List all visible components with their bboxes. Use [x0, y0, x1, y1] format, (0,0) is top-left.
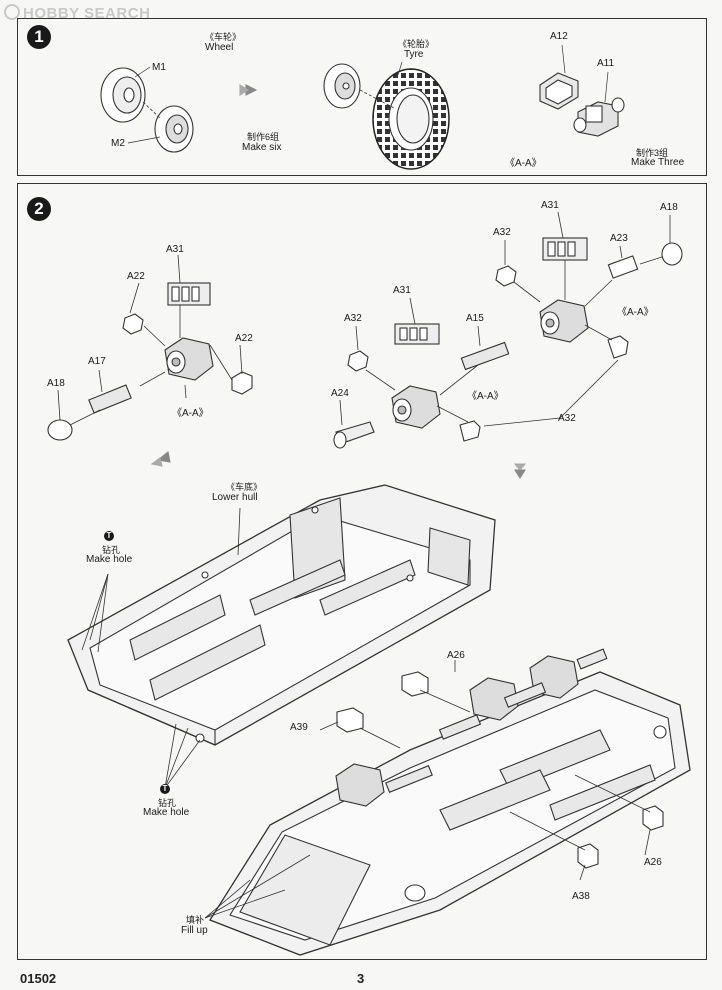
watermark: HOBBY SEARCH — [4, 4, 150, 22]
lower-hull-label-en: Lower hull — [212, 492, 258, 503]
tyre-label-en: Tyre — [404, 49, 424, 60]
make-six-cn: 制作6组 — [247, 132, 280, 142]
fill-up-en: Fill up — [181, 925, 208, 936]
drill-bottom-en: Make hole — [143, 807, 190, 818]
part-label-a12: A12 — [550, 31, 568, 42]
part-label-a31-right: A31 — [541, 200, 559, 211]
part-label-a26-bottom: A26 — [644, 857, 662, 868]
part-label-a18-right: A18 — [660, 202, 678, 213]
mid-axle-group-label: 《A-A》 — [467, 391, 504, 402]
part-label-a32-mid: A32 — [344, 313, 362, 324]
mid-axle-group — [333, 323, 510, 449]
tyre-drawing — [372, 68, 450, 170]
step-2-number: 2 — [27, 197, 51, 221]
part-label-a32-bottom: A32 — [558, 413, 576, 424]
drill-marker-icon: T — [104, 531, 114, 541]
part-label-a18-left: A18 — [47, 378, 65, 389]
drill-bottom-cn: 钻孔 — [158, 798, 177, 808]
part-label-a39: A39 — [290, 722, 308, 733]
axle-group-label: 《A-A》 — [505, 158, 542, 169]
wheel-part-m2 — [154, 105, 194, 153]
part-label-a15: A15 — [466, 313, 484, 324]
drill-top-en: Make hole — [86, 554, 133, 565]
hull-assembly-drawing — [209, 648, 691, 956]
product-code: 01502 — [20, 971, 57, 986]
make-three-cn: 制作3组 — [636, 148, 669, 158]
wheel-label-en: Wheel — [205, 42, 234, 53]
tyre-label-cn: 《轮胎》 — [398, 39, 435, 49]
part-label-a31-left: A31 — [166, 244, 184, 255]
part-label-a23: A23 — [610, 233, 628, 244]
step-1-number: 1 — [27, 25, 51, 49]
part-label-m2: M2 — [111, 138, 125, 149]
part-label-a24: A24 — [331, 388, 349, 399]
hobby-search-logo-icon — [4, 4, 20, 20]
page-number: 3 — [357, 971, 365, 986]
part-label-a26-top: A26 — [447, 650, 465, 661]
part-label-a32-right: A32 — [493, 227, 511, 238]
right-axle-group — [495, 237, 683, 359]
wheel-label-cn: 《车轮》 — [205, 32, 242, 42]
drill-marker-icon: T — [160, 784, 170, 794]
part-label-a22-top: A22 — [127, 271, 145, 282]
part-label-a31-mid: A31 — [393, 285, 411, 296]
lower-hull-label-cn: 《车底》 — [226, 482, 263, 492]
part-label-a38: A38 — [572, 891, 590, 902]
axle-assembly-a — [539, 72, 625, 137]
part-label-m1: M1 — [152, 62, 166, 73]
part-label-a22-right: A22 — [235, 333, 253, 344]
part-label-a17: A17 — [88, 356, 106, 367]
lower-hull-drawing — [67, 484, 496, 746]
fill-up-cn: 填补 — [186, 915, 205, 925]
right-axle-group-label: 《A-A》 — [617, 307, 654, 318]
drill-marker-top: T — [104, 530, 114, 541]
left-axle-group-label: 《A-A》 — [172, 408, 209, 419]
drill-top-cn: 钻孔 — [102, 545, 121, 555]
left-axle-group — [47, 282, 253, 441]
wheel-part-m1 — [100, 67, 146, 123]
part-label-a11: A11 — [597, 58, 615, 69]
wheel-assembled — [323, 63, 361, 109]
make-three-en: Make Three — [631, 157, 685, 168]
drill-marker-bottom: T — [160, 783, 170, 794]
make-six-en: Make six — [242, 142, 282, 153]
